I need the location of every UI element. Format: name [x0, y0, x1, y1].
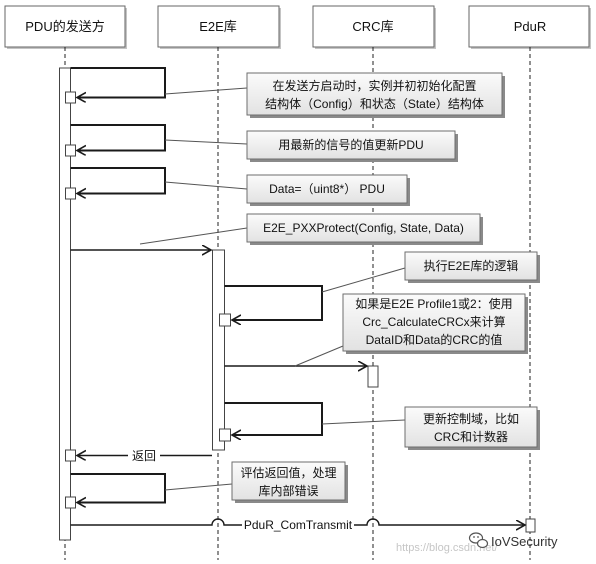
- connector-data-cast: [164, 181, 248, 190]
- note-line: 在发送方启动时，实例并初初始化配置: [272, 78, 476, 93]
- connector-crc-calc: [294, 345, 344, 367]
- note-line: 执行E2E库的逻辑: [424, 258, 519, 273]
- connector-protect-call: [139, 227, 248, 245]
- self-message-data-cast: [70, 167, 166, 194]
- watermark-url: https://blog.csdn.net/: [396, 542, 498, 554]
- self-message-update-pdu: [70, 124, 166, 151]
- note-e2e-logic: 执行E2E库的逻辑: [404, 251, 540, 283]
- return-label: 返回: [128, 448, 160, 463]
- note-line: E2E_PXXProtect(Config, State, Data): [263, 221, 464, 235]
- connector-init: [164, 87, 248, 95]
- self-message-eval-return: [70, 473, 166, 503]
- note-line: Data=（uint8*） PDU: [269, 182, 385, 196]
- participant-e2e-lib: E2E库: [157, 5, 281, 49]
- note-line: CRC和计数器: [434, 429, 508, 444]
- participant-pdu-sender: PDU的发送方: [4, 5, 127, 49]
- transmit-label: PduR_ComTransmit: [242, 518, 354, 533]
- participant-crc-lib: CRC库: [312, 5, 436, 49]
- nested-activation-update-pdu: [65, 144, 76, 157]
- note-line: 结构体（Config）和状态（State）结构体: [265, 96, 484, 111]
- transmit-label-text: PduR_ComTransmit: [244, 518, 353, 532]
- activation-e2e-lib: [212, 249, 225, 451]
- nested-activation-data-cast: [65, 187, 76, 200]
- note-line: 如果是E2E Profile1或2：使用: [355, 296, 512, 311]
- activation-crc-lib: [367, 365, 379, 388]
- note-line: DataID和Data的CRC的值: [366, 332, 503, 347]
- note-crc-calc: 如果是E2E Profile1或2：使用 Crc_CalculateCRCx来计…: [342, 293, 528, 354]
- self-message-update-ctrl: [224, 402, 323, 435]
- note-line: 更新控制域，比如: [423, 411, 519, 426]
- self-message-init: [70, 67, 166, 98]
- participant-label: PDU的发送方: [25, 19, 104, 34]
- nested-activation-update-ctrl: [219, 428, 231, 442]
- activation-pdur: [525, 518, 536, 533]
- nested-activation-return: [65, 449, 76, 462]
- return-label-text: 返回: [132, 449, 156, 463]
- participant-label: E2E库: [199, 19, 237, 34]
- connector-update-ctrl: [321, 419, 406, 425]
- nested-activation-e2e-logic: [219, 313, 231, 327]
- connector-eval-return: [164, 483, 233, 491]
- participant-pdur: PduR: [468, 5, 591, 49]
- self-message-e2e-logic: [224, 285, 323, 320]
- connector-e2e-logic: [321, 267, 406, 293]
- participant-label: CRC库: [352, 19, 393, 34]
- participant-label: PduR: [514, 19, 547, 34]
- note-init: 在发送方启动时，实例并初初始化配置 结构体（Config）和状态（State）结…: [246, 72, 505, 118]
- note-eval-return: 评估返回值，处理 库内部错误: [231, 461, 348, 503]
- note-update-pdu: 用最新的信号的值更新PDU: [246, 130, 458, 162]
- note-protect-call: E2E_PXXProtect(Config, State, Data): [246, 213, 483, 245]
- wechat-icon: [468, 532, 489, 549]
- note-data-cast: Data=（uint8*） PDU: [246, 174, 410, 206]
- note-line: 用最新的信号的值更新PDU: [278, 137, 423, 152]
- connector-update-pdu: [164, 139, 248, 145]
- activation-pdu-sender: [59, 67, 71, 541]
- note-update-ctrl: 更新控制域，比如 CRC和计数器: [404, 406, 540, 450]
- note-line: Crc_CalculateCRCx来计算: [362, 314, 505, 329]
- nested-activation-init: [65, 91, 76, 104]
- note-line: 库内部错误: [258, 483, 318, 498]
- nested-activation-eval-return: [65, 496, 76, 509]
- watermark-brand: IoVSecurity: [491, 534, 558, 549]
- note-line: 评估返回值，处理: [240, 465, 336, 480]
